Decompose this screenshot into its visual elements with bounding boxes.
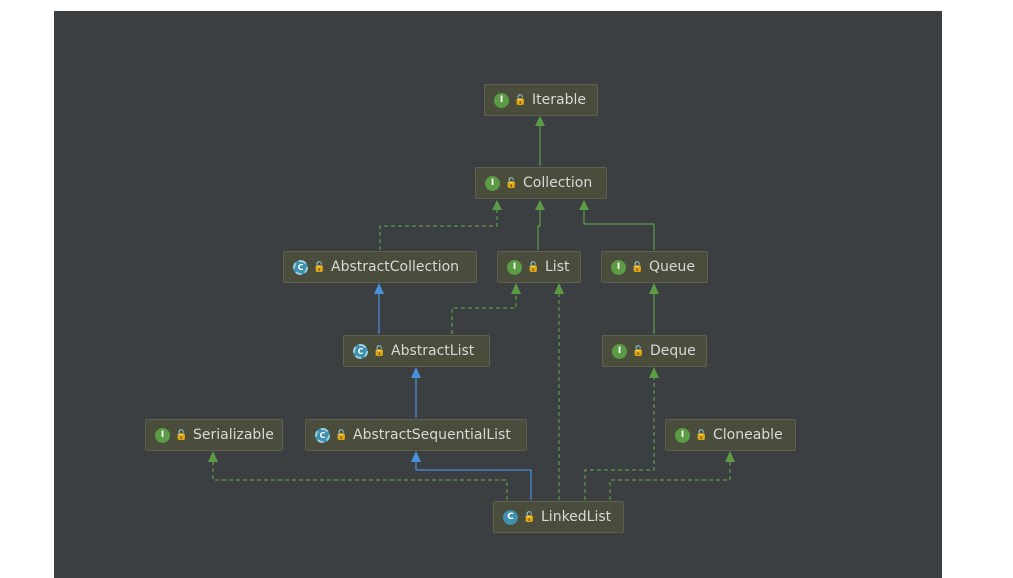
node-collection[interactable]: I 🔓 Collection [475,167,607,199]
abstract-class-icon: C [293,259,308,275]
node-label: Deque [650,343,696,359]
node-list[interactable]: I 🔓 List [497,251,581,283]
node-linked-list[interactable]: C 🔓 LinkedList [493,501,624,533]
node-queue[interactable]: I 🔓 Queue [601,251,708,283]
public-access-icon: 🔓 [631,261,644,273]
node-deque[interactable]: I 🔓 Deque [602,335,707,367]
public-access-icon: 🔓 [632,345,645,357]
public-access-icon: 🔓 [523,511,536,523]
node-serializable[interactable]: I 🔓 Serializable [145,419,283,451]
public-access-icon: 🔓 [335,429,348,441]
public-access-icon: 🔓 [514,94,527,106]
node-label: AbstractList [391,343,475,359]
abstract-class-icon: C [315,427,330,443]
interface-icon: I [611,259,626,275]
abstract-class-icon: C [353,343,368,359]
node-label: Collection [523,175,593,191]
interface-icon: I [485,175,500,191]
node-abstract-sequential-list[interactable]: C 🔓 AbstractSequentialList [305,419,527,451]
public-access-icon: 🔓 [505,177,518,189]
class-icon: C [503,509,518,525]
node-label: AbstractSequentialList [353,427,511,443]
node-abstract-collection[interactable]: C 🔓 AbstractCollection [283,251,477,283]
public-access-icon: 🔓 [373,345,386,357]
public-access-icon: 🔓 [695,429,708,441]
node-label: Cloneable [713,427,783,443]
interface-icon: I [494,92,509,108]
interface-icon: I [155,427,170,443]
interface-icon: I [612,343,627,359]
public-access-icon: 🔓 [527,261,540,273]
node-label: Iterable [532,92,586,108]
node-label: Queue [649,259,695,275]
node-label: LinkedList [541,509,612,525]
interface-icon: I [507,259,522,275]
node-cloneable[interactable]: I 🔓 Cloneable [665,419,796,451]
node-label: AbstractCollection [331,259,460,275]
node-label: List [545,259,570,275]
interface-icon: I [675,427,690,443]
node-iterable[interactable]: I 🔓 Iterable [484,84,598,116]
node-abstract-list[interactable]: C 🔓 AbstractList [343,335,490,367]
public-access-icon: 🔓 [175,429,188,441]
public-access-icon: 🔓 [313,261,326,273]
node-label: Serializable [193,427,274,443]
